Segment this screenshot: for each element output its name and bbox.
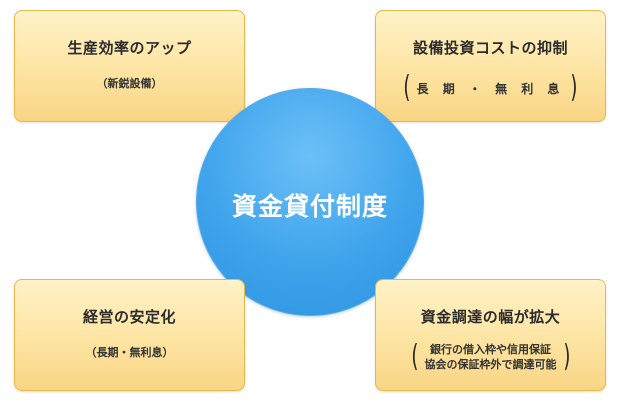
card-subtitle-long-term-interest-free: 長 期 ・ 無 利 息 bbox=[416, 81, 565, 96]
card-title-capex-reduction: 設備投資コストの抑制 bbox=[412, 39, 568, 57]
card-production-efficiency: 生産効率のアップ （新鋭設備） bbox=[14, 10, 245, 122]
open-paren: ( bbox=[411, 339, 419, 374]
card-funding-expansion: 資金調達の幅が拡大 ( 銀行の借入枠や信用保証 協会の保証枠外で調達可能 ) bbox=[375, 279, 606, 391]
card-title-management-stability: 経営の安定化 bbox=[82, 308, 176, 326]
center-circle-loan-system: 資金貸付制度 bbox=[196, 88, 424, 316]
close-paren: ) bbox=[570, 70, 578, 105]
card-management-stability: 経営の安定化 （長期・無利息） bbox=[14, 279, 245, 391]
open-paren: ( bbox=[403, 70, 411, 105]
card-title-production-efficiency: 生産効率のアップ bbox=[67, 39, 192, 57]
center-title: 資金貸付制度 bbox=[231, 192, 388, 221]
funding-detail-line-1: 銀行の借入枠や信用保証 bbox=[430, 343, 551, 356]
funding-detail-line-2: 協会の保証枠外で調達可能 bbox=[424, 358, 557, 371]
card-subtitle-new-equipment: （新鋭設備） bbox=[96, 77, 163, 90]
paren-group-long-term-interest-free: ( 長 期 ・ 無 利 息 ) bbox=[376, 73, 605, 103]
close-paren: ) bbox=[562, 339, 570, 374]
card-capex-reduction: 設備投資コストの抑制 ( 長 期 ・ 無 利 息 ) bbox=[375, 10, 606, 122]
paren-group-funding-details: ( 銀行の借入枠や信用保証 協会の保証枠外で調達可能 ) bbox=[376, 342, 605, 372]
card-title-funding-expansion: 資金調達の幅が拡大 bbox=[420, 308, 561, 326]
funding-details: 銀行の借入枠や信用保証 協会の保証枠外で調達可能 bbox=[421, 342, 561, 372]
card-subtitle-long-term: （長期・無利息） bbox=[85, 346, 174, 359]
